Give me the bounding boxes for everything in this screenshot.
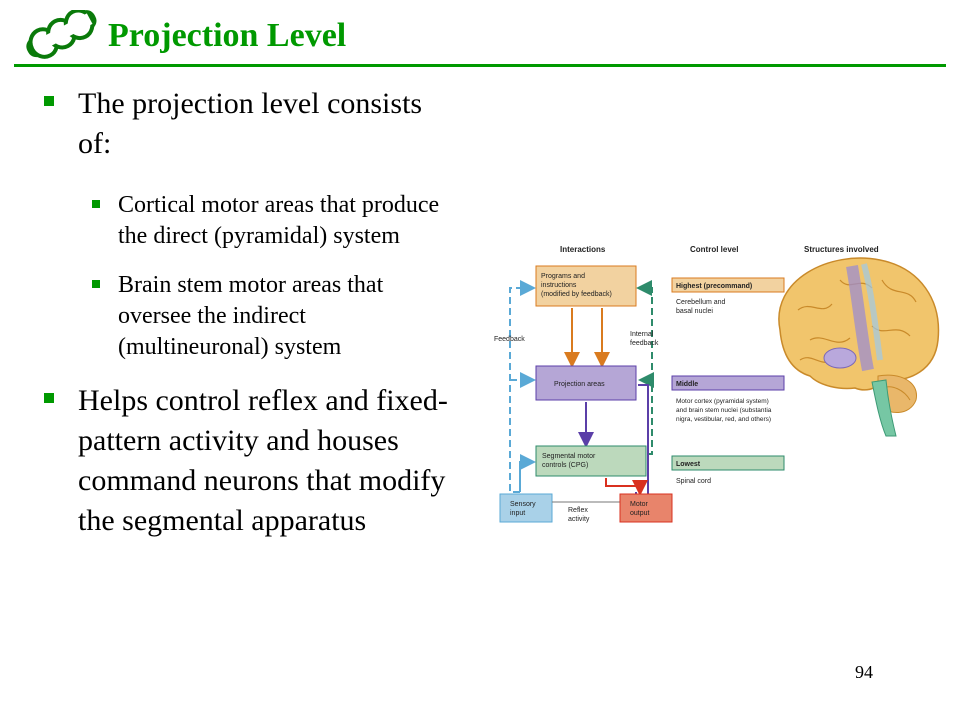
bullet-item: The projection level consists of: — [42, 84, 462, 164]
bullet-item: Helps control reflex and fixed-pattern a… — [42, 381, 462, 541]
motor-label: Motor — [630, 501, 649, 508]
motor-control-hierarchy-diagram: Interactions Control level Structures in… — [494, 245, 940, 523]
brain-illustration — [778, 257, 940, 437]
reflex-label: Reflex — [568, 507, 588, 514]
reflex-label-2: activity — [568, 516, 590, 523]
bullet-text: The projection level consists of: — [78, 87, 423, 160]
sensory-input-box — [499, 493, 553, 523]
slide-title: Projection Level — [108, 17, 347, 54]
middle-desc-3: nigra, vestibular, red, and others) — [676, 416, 771, 423]
lowest-level-label: Lowest — [676, 461, 701, 468]
sensory-to-segmental-arrow — [519, 454, 536, 492]
segmental-label: Segmental motor — [542, 453, 596, 460]
projection-label: Projection areas — [554, 381, 605, 388]
segmental-to-motor-arrow — [605, 478, 648, 496]
lowest-desc: Spinal cord — [676, 478, 711, 485]
sub-bullet-item: Brain stem motor areas that oversee the … — [84, 270, 462, 363]
highest-desc: Cerebellum and — [676, 299, 726, 306]
highest-level-label: Highest (precommand) — [676, 283, 752, 290]
title-underline — [14, 64, 946, 67]
middle-desc-2: and brain stem nuclei (substantia — [676, 407, 772, 414]
programs-label: Programs and — [541, 273, 585, 280]
programs-label-3: (modified by feedback) — [541, 291, 612, 298]
sub-bullet-item: Cortical motor areas that produce the di… — [84, 190, 462, 252]
feedback-arrow — [509, 280, 536, 493]
header-structures: Structures involved — [804, 245, 879, 254]
projection-to-motor-arrow — [638, 384, 656, 497]
programs-label-2: instructions — [541, 282, 577, 289]
internal-feedback-label-2: feedback — [630, 340, 659, 347]
ecc-logo — [26, 10, 97, 59]
programs-box — [535, 265, 637, 307]
sub-bullet-text: Cortical motor areas that produce the di… — [118, 192, 440, 249]
bullet-list: The projection level consists of: Cortic… — [42, 84, 462, 567]
projection-areas-box — [535, 365, 637, 401]
highest-desc-2: basal nuclei — [676, 308, 713, 315]
square-bullet-icon — [44, 96, 54, 106]
middle-level-bar — [671, 375, 785, 391]
bullet-text: Helps control reflex and fixed-pattern a… — [78, 384, 448, 537]
middle-level-label: Middle — [676, 381, 698, 388]
feedback-label: Feedback — [494, 336, 525, 343]
lowest-level-bar — [671, 455, 785, 471]
middle-desc: Motor cortex (pyramidal system) — [676, 398, 769, 405]
sub-bullet-text: Brain stem motor areas that oversee the … — [118, 272, 384, 360]
internal-feedback-arrow — [636, 280, 653, 455]
segmental-motor-box — [535, 445, 647, 477]
header-interactions: Interactions — [560, 245, 606, 254]
motor-label-2: output — [630, 510, 650, 517]
segmental-label-2: controls (CPG) — [542, 462, 588, 469]
internal-feedback-label: Internal — [630, 331, 654, 338]
sensory-label: Sensory — [510, 501, 536, 508]
square-bullet-icon — [92, 280, 100, 288]
page-number: 94 — [855, 662, 873, 682]
square-bullet-icon — [92, 200, 100, 208]
highest-level-bar — [671, 277, 785, 293]
motor-output-box — [619, 493, 673, 523]
sensory-label-2: input — [510, 510, 525, 517]
square-bullet-icon — [44, 393, 54, 403]
header-control-level: Control level — [690, 245, 738, 254]
